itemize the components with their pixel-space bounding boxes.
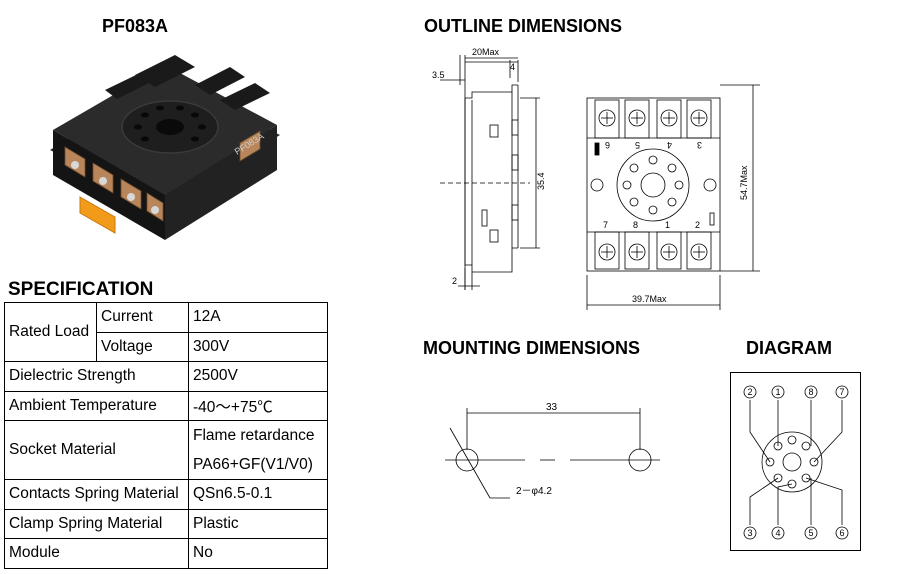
pin-7: 7 [839, 387, 844, 397]
voltage-value: 300V [188, 331, 328, 362]
terminal-number-5: 5 [635, 140, 640, 150]
dim-3-5: 3.5 [432, 70, 445, 80]
voltage-label: Voltage [96, 331, 189, 362]
ambient-temperature-label: Ambient Temperature [4, 390, 189, 421]
front-view [586, 84, 760, 310]
pin-5: 5 [808, 528, 813, 538]
ambient-temperature-value: -40～+75℃ [188, 390, 328, 421]
pin-1: 1 [775, 387, 780, 397]
contacts-spring-material-label: Contacts Spring Material [4, 479, 189, 510]
pin-6: 6 [839, 528, 844, 538]
dim-54-7max: 54.7Max [739, 165, 749, 200]
dim-33: 33 [546, 402, 558, 413]
specification-title: SPECIFICATION [8, 279, 154, 300]
socket-material-label: Socket Material [4, 420, 189, 480]
dim-39-7max: 39.7Max [632, 294, 667, 304]
pin-3: 3 [747, 528, 752, 538]
hole-spec: 2－φ4.2 [516, 486, 552, 497]
pin-8: 8 [808, 387, 813, 397]
module-label: Module [4, 538, 189, 569]
dim-4: 4 [510, 62, 515, 72]
table-row: Rated Load Current 12A [4, 302, 328, 362]
socket-product-image: PF083A [50, 55, 280, 240]
table-row: Voltage 300V [5, 331, 328, 362]
table-row: Socket Material Flame retardance PA66+GF… [4, 420, 328, 480]
wiring-diagram: 2 1 8 7 3 4 5 6 [730, 372, 861, 551]
pin-2: 2 [747, 387, 752, 397]
dim-20max: 20Max [472, 47, 500, 57]
table-row: Clamp Spring Material Plastic [4, 508, 328, 539]
socket-material-value: Flame retardance PA66+GF(V1/V0) [188, 420, 328, 480]
terminal-number-6: 6 [605, 140, 610, 150]
table-row: Module No [4, 538, 328, 569]
outline-dimensions-title: OUTLINE DIMENSIONS [424, 16, 623, 36]
terminal-number-4: 4 [667, 140, 672, 150]
side-terminals [239, 130, 261, 162]
terminal-number-3: 3 [697, 140, 702, 150]
dim-35-4: 35.4 [536, 172, 546, 190]
current-value: 12A [188, 302, 328, 333]
pin-4: 4 [775, 528, 780, 538]
terminal-number-2: 2 [695, 220, 700, 230]
specification-table: Rated Load Current 12A Voltage 300V Diel… [4, 302, 328, 569]
dielectric-strength-value: 2500V [188, 361, 328, 392]
dielectric-strength-label: Dielectric Strength [4, 361, 189, 392]
rated-load-label: Rated Load [4, 302, 97, 362]
table-row: Contacts Spring Material QSn6.5-0.1 [4, 479, 328, 510]
diagram-title: DIAGRAM [746, 338, 832, 358]
terminal-number-1: 1 [665, 220, 670, 230]
side-view [440, 55, 540, 290]
current-label: Current [96, 302, 189, 333]
socket-material-value-line1: Flame retardance [193, 427, 315, 444]
mounting-dimensions-title: MOUNTING DIMENSIONS [423, 338, 641, 358]
product-model-title: PF083A [102, 16, 169, 36]
terminal-number-8: 8 [633, 220, 638, 230]
orange-clip [79, 196, 116, 234]
dim-2: 2 [452, 276, 457, 286]
table-row: Dielectric Strength 2500V [4, 361, 328, 392]
contacts-spring-material-value: QSn6.5-0.1 [188, 479, 328, 510]
mounting-dimensions-drawing: 33 2－φ4.2 [445, 402, 660, 499]
terminal-number-7: 7 [603, 220, 608, 230]
outline-dimensions-drawing: 20Max 4 3.5 35.4 2 54.7Max 39.7Max 6 5 4… [432, 47, 760, 310]
socket-material-value-line2: PA66+GF(V1/V0) [193, 456, 313, 473]
table-row: Ambient Temperature -40～+75℃ [4, 390, 328, 421]
module-value: No [188, 538, 328, 569]
clamp-spring-material-value: Plastic [188, 508, 328, 539]
clamp-spring-material-label: Clamp Spring Material [4, 508, 189, 539]
